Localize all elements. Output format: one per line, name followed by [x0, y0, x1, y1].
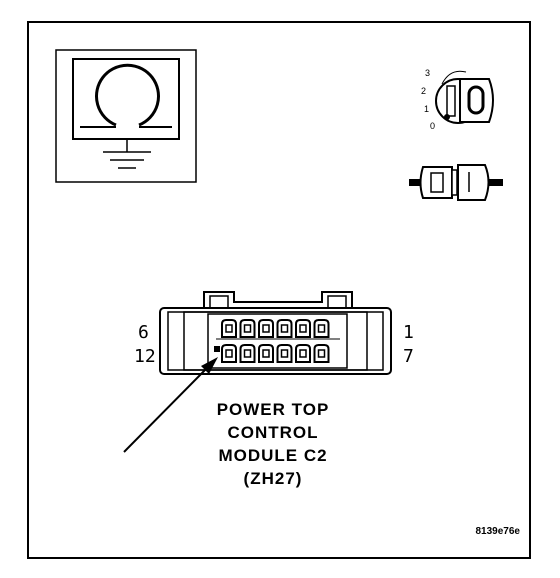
- connector-label-line-3: MODULE C2: [218, 446, 327, 465]
- pin-cavity-9: [276, 344, 293, 363]
- ignition-position-2: 2: [421, 86, 426, 96]
- pin-label-12: 12: [134, 346, 156, 367]
- connector-label-line-2: CONTROL: [227, 423, 318, 442]
- pin-cavity-11: [239, 344, 256, 363]
- pin-cavity-2: [295, 319, 311, 338]
- pin-cavity-12: [221, 344, 237, 363]
- pin-cavity-3: [276, 319, 293, 338]
- diagram-frame: [27, 21, 531, 559]
- pin-cavities: [214, 319, 330, 363]
- connector-c2-face: [159, 291, 392, 375]
- pin-cavity-8: [295, 344, 311, 363]
- pin-cavity-6: [221, 319, 237, 338]
- ignition-position-0: 0: [430, 121, 435, 131]
- pin-label-1: 1: [403, 322, 414, 343]
- pin-label-6: 6: [138, 322, 149, 343]
- connector-label-line-4: (ZH27): [244, 469, 303, 488]
- pin-cavity-7: [313, 344, 330, 363]
- figure-code: 8139e76e: [476, 526, 521, 537]
- pin-cavity-1: [313, 319, 330, 338]
- ignition-position-1: 1: [424, 104, 429, 114]
- pin-cavity-5: [239, 319, 256, 338]
- connector-plug-icon: [409, 164, 503, 201]
- ignition-key-icon: 3 2 1 0: [421, 68, 494, 131]
- pin-cavity-4: [258, 319, 274, 338]
- pin-label-7: 7: [403, 346, 414, 367]
- ground-symbol-icon: [55, 49, 197, 183]
- pin-index-marker: [214, 346, 220, 352]
- ignition-position-3: 3: [425, 68, 430, 78]
- pin-cavity-10: [258, 344, 274, 363]
- connector-label-line-1: POWER TOP: [217, 400, 330, 419]
- pointer-arrow: [123, 357, 218, 453]
